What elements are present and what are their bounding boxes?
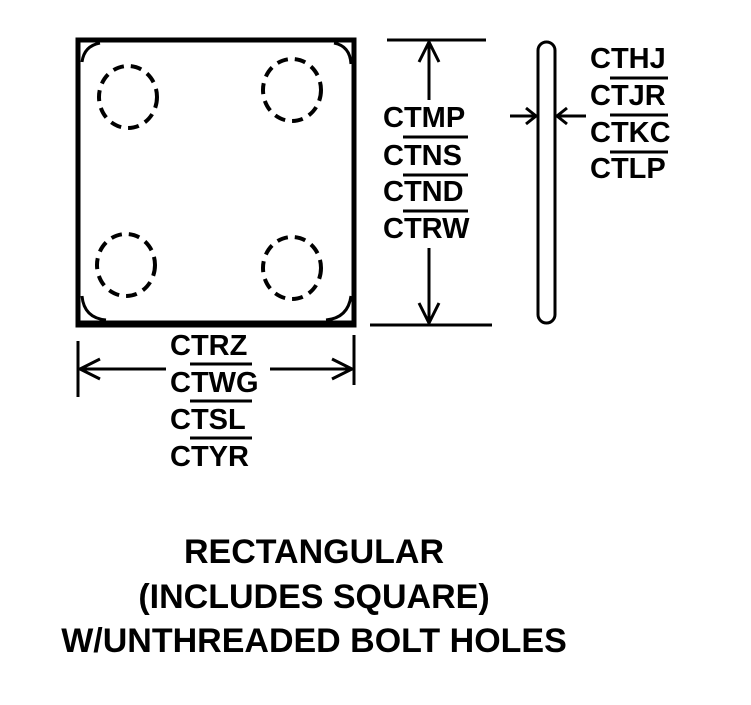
bolt-hole-top-left xyxy=(97,64,159,130)
bolt-hole-bottom-right xyxy=(261,235,323,301)
thickness-label-1: CTHJ xyxy=(590,43,666,75)
corner-top-right xyxy=(333,41,353,65)
bolt-hole-top-right xyxy=(261,57,323,123)
height-arrow-up xyxy=(417,38,441,63)
thickness-arrow-left-head xyxy=(525,106,539,126)
thickness-label-4: CTLP xyxy=(590,153,666,185)
thickness-label-3: CTKC xyxy=(590,117,671,149)
corner-top-left xyxy=(80,41,101,63)
corner-bottom-left xyxy=(80,295,107,322)
height-label-2: CTNS xyxy=(383,140,462,172)
width-label-3: CTSL xyxy=(170,404,246,436)
thickness-arrow-right-head xyxy=(554,106,568,126)
width-label-2: CTWG xyxy=(170,367,259,399)
height-label-1: CTMP xyxy=(383,102,465,134)
caption-line-1: RECTANGULAR xyxy=(184,533,444,571)
width-arrow-left xyxy=(76,357,101,381)
bolt-hole-bottom-left xyxy=(95,232,157,298)
height-arrow-down xyxy=(417,302,441,327)
plate-side-view xyxy=(536,40,557,325)
width-label-4: CTYR xyxy=(170,441,249,473)
height-label-3: CTND xyxy=(383,176,464,208)
thickness-label-2: CTJR xyxy=(590,80,666,112)
height-label-4: CTRW xyxy=(383,213,470,245)
caption-line-3: W/UNTHREADED BOLT HOLES xyxy=(61,622,567,660)
corner-bottom-right xyxy=(325,295,353,322)
caption-line-2: (INCLUDES SQUARE) xyxy=(138,578,489,616)
plate-outline xyxy=(75,37,357,328)
width-label-1: CTRZ xyxy=(170,330,247,362)
width-arrow-right xyxy=(331,357,356,381)
